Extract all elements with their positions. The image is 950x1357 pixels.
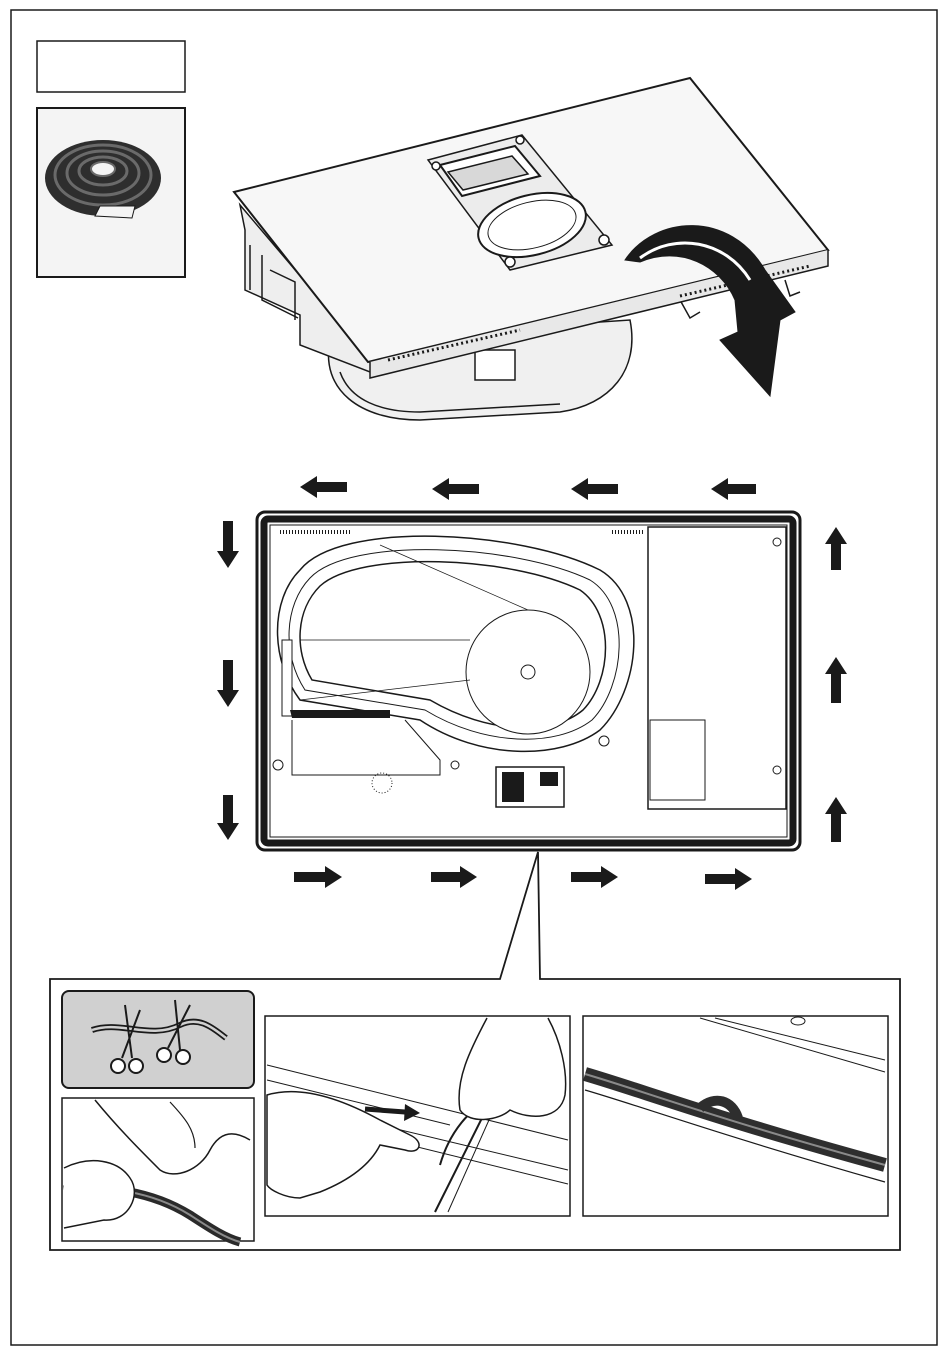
direction-arrow-icon — [217, 795, 239, 840]
direction-arrow-icon — [431, 866, 477, 888]
direction-arrow-icon — [294, 866, 342, 888]
direction-arrow-icon — [825, 657, 847, 703]
direction-arrow-icon — [571, 866, 618, 888]
hob-underside — [257, 512, 800, 850]
scissors-panel — [62, 991, 254, 1088]
detail-cutting-seal — [265, 1016, 570, 1216]
seal-roll-panel — [37, 108, 185, 277]
direction-arrow-icon — [300, 476, 347, 498]
direction-arrow-icon — [217, 521, 239, 568]
label-box — [37, 41, 185, 92]
direction-arrow-icon — [217, 660, 239, 707]
direction-arrow-icon — [571, 478, 618, 500]
direction-arrow-icon — [825, 527, 847, 570]
detail-seal-joined — [583, 1016, 888, 1216]
direction-arrow-icon — [432, 478, 479, 500]
direction-arrow-icon — [705, 868, 752, 890]
direction-arrow-icon — [825, 797, 847, 842]
direction-arrow-icon — [711, 478, 756, 500]
detail-hand-pressing-seal — [62, 1098, 254, 1242]
